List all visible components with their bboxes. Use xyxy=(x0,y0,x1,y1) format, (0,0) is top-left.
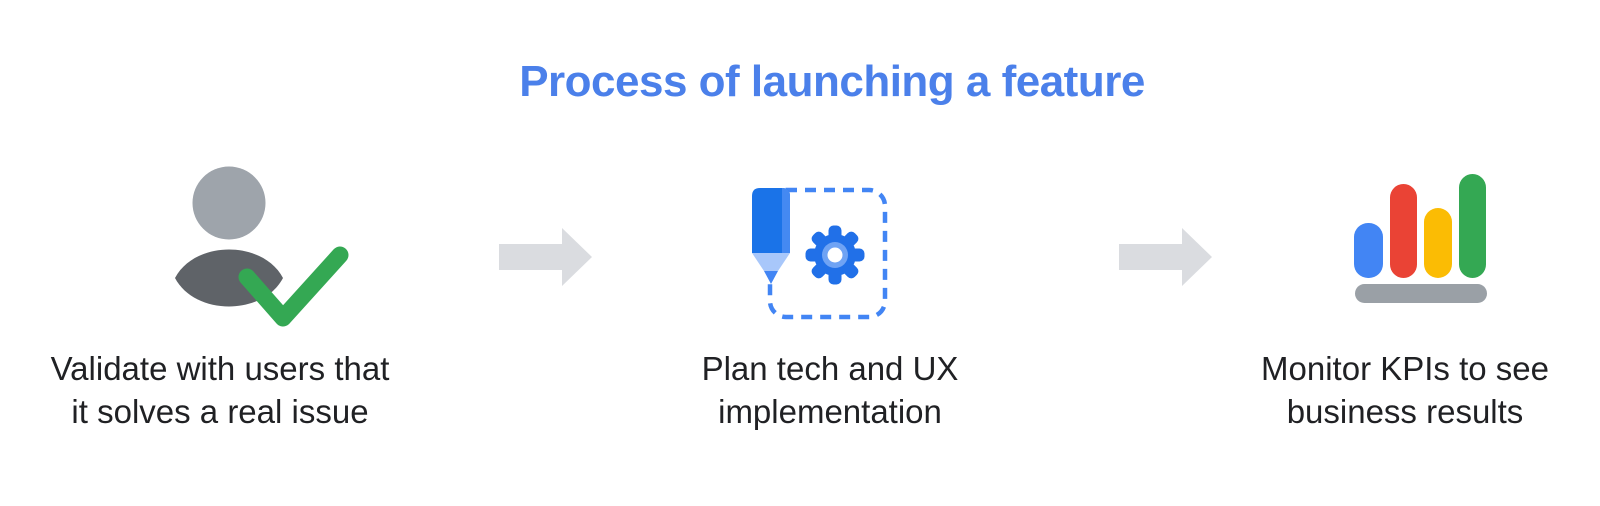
step-label-monitor: Monitor KPIs to see business results xyxy=(1261,350,1549,430)
chart-bar-green xyxy=(1459,174,1486,278)
pencil-tip xyxy=(752,253,790,271)
person-check-icon xyxy=(175,166,349,327)
pencil-body xyxy=(752,188,790,253)
step-label-validate: Validate with users that it solves a rea… xyxy=(50,350,390,430)
bar-chart-icon xyxy=(1354,174,1487,303)
checkmark-icon xyxy=(238,246,349,327)
step-label-plan: Plan tech and UX implementation xyxy=(701,350,959,430)
arrow-shape xyxy=(499,228,592,286)
diagram-title: Process of launching a feature xyxy=(519,57,1145,106)
chart-base-bar xyxy=(1355,284,1487,303)
chart-bar-blue xyxy=(1354,223,1383,278)
pencil-lead xyxy=(764,271,778,284)
chart-bar-yellow xyxy=(1424,208,1452,278)
gear-icon xyxy=(805,225,865,285)
pencil-body-highlight xyxy=(782,188,790,253)
arrow-right-icon xyxy=(1119,228,1212,286)
gear-hole xyxy=(827,247,843,263)
arrow-shape xyxy=(1119,228,1212,286)
gear-teeth xyxy=(805,225,865,285)
chart-bar-red xyxy=(1390,184,1417,278)
pencil-gear-icon xyxy=(752,187,888,320)
person-head xyxy=(192,166,266,240)
arrow-right-icon xyxy=(499,228,592,286)
pencil-icon xyxy=(752,188,790,284)
